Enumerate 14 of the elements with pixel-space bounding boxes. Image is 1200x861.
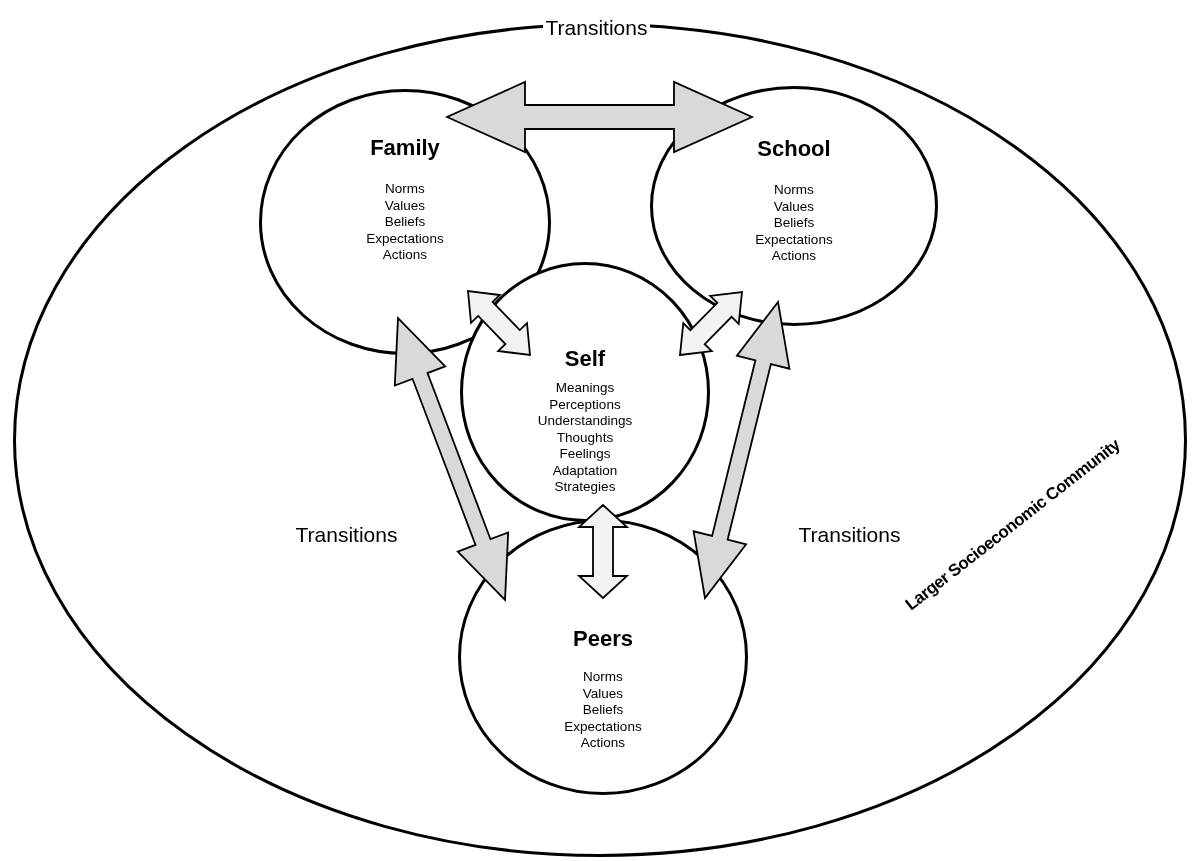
double-block-arrow: [576, 503, 630, 600]
double-block-arrow: [393, 315, 510, 603]
node-heading: Self: [564, 346, 606, 372]
node-heading: Peers: [573, 626, 633, 652]
double-block-arrow: [444, 80, 755, 154]
node-heading: Family: [370, 135, 440, 161]
node-text: Norms Values Beliefs Expectations Actions: [755, 182, 833, 265]
double-block-arrow: [467, 289, 531, 357]
node-text: Meanings Perceptions Understandings Thoughts Feelings Adaptation Strategies: [537, 380, 633, 496]
double-block-arrow: [692, 299, 791, 601]
node-text: Norms Values Beliefs Expectations Actions: [366, 181, 444, 264]
double-block-arrow: [679, 290, 743, 357]
node-heading: School: [757, 136, 831, 162]
node-text: Norms Values Beliefs Expectations Actions: [564, 669, 642, 752]
